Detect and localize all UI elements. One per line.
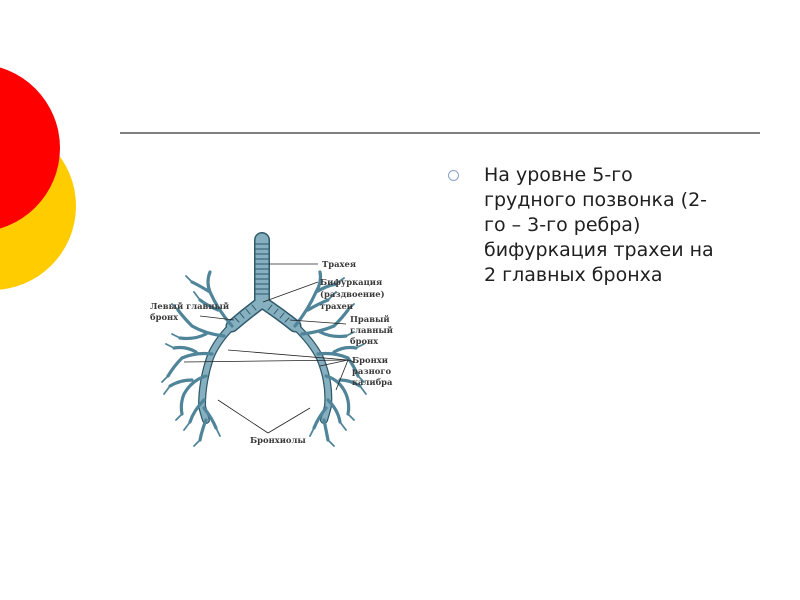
bullet-list: На уровне 5-го грудного позвонка (2- го … [448,163,768,288]
label-bronchi-line1: Бронхи [352,355,388,365]
bullet-line: го – 3-го ребра) [484,214,641,236]
bullet-line: грудного позвонка (2- [484,189,708,211]
bronchial-tree-figure: Трахея Бифуркация (раздвоение) трахеи Ле… [150,232,393,447]
bullet-line: 2 главных бронха [484,264,663,286]
label-right-main-bronchus-line2: главный [350,325,393,335]
bronchial-tree-illustration [161,232,367,447]
bullet-line: На уровне 5-го [484,164,633,186]
label-bronchi-line2: разного [352,366,391,376]
label-right-main-bronchus-line3: бронх [350,336,379,346]
label-bronchioles: Бронхиолы [250,435,306,445]
title-divider-line [120,132,760,134]
bullet-item: На уровне 5-го грудного позвонка (2- го … [448,163,768,288]
corner-decoration [0,67,76,290]
label-bifurcation-line2: (раздвоение) [320,289,385,299]
red-circle [0,67,60,229]
label-bronchi-line3: калибра [352,377,393,387]
leader-lines [183,263,355,434]
hollow-circle-bullet-icon [448,170,459,181]
label-trachea: Трахея [322,259,356,269]
label-bifurcation-line3: трахеи [320,301,353,311]
label-left-main-bronchus-line1: Левый главный [150,301,229,311]
label-bifurcation-line1: Бифуркация [320,277,382,287]
label-right-main-bronchus-line1: Правый [350,314,390,324]
bullet-text: На уровне 5-го грудного позвонка (2- го … [484,163,768,288]
label-left-main-bronchus-line2: бронх [150,312,179,322]
bullet-line: бифуркация трахеи на [484,239,714,261]
